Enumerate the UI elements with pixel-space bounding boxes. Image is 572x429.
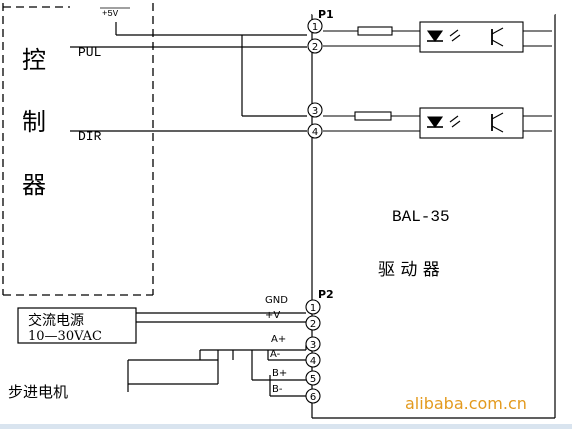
- pul-label: PUL: [78, 45, 101, 60]
- p2-pin-3: 3: [305, 336, 321, 352]
- power-voltage: 10—30VAC: [28, 329, 102, 344]
- p2-pin-4: 4: [305, 352, 321, 368]
- p1-pin-4: 4: [307, 123, 323, 139]
- connector-p1: P1: [318, 8, 334, 21]
- plus-v-label: +V: [265, 310, 280, 321]
- optocoupler-2: [323, 107, 552, 139]
- svg-text:4: 4: [310, 356, 316, 367]
- b-plus-label: B+: [272, 368, 287, 379]
- svg-text:5: 5: [310, 374, 316, 385]
- controller-box: [2, 3, 154, 296]
- motor-symbol: [127, 345, 307, 397]
- p2-pin-5: 5: [305, 370, 321, 386]
- power-label: 交流电源: [28, 312, 84, 329]
- power-wires: [136, 312, 306, 323]
- a-minus-label: A-: [270, 349, 281, 360]
- svg-text:1: 1: [312, 22, 318, 33]
- p1-pin-1: 1: [307, 18, 323, 34]
- b-minus-label: B-: [272, 384, 283, 395]
- p2-pin-2: 2: [305, 315, 321, 331]
- svg-text:3: 3: [310, 340, 316, 351]
- dir-label: DIR: [78, 129, 102, 144]
- p2-pin-1: 1: [305, 299, 321, 315]
- svg-text:6: 6: [310, 392, 316, 403]
- connector-p2: P2: [318, 288, 334, 301]
- plus5v-label: +5V: [102, 9, 119, 19]
- motor-label: 步进电机: [8, 383, 68, 401]
- p1-pin-2: 2: [307, 38, 323, 54]
- a-plus-label: A+: [271, 334, 286, 345]
- svg-text:2: 2: [312, 42, 318, 53]
- optocoupler-1: [323, 21, 552, 53]
- svg-text:1: 1: [310, 303, 316, 314]
- bottom-strip: [0, 424, 572, 429]
- p1-pin-3: 3: [307, 102, 323, 118]
- driver-model: BAL-35: [392, 208, 450, 226]
- svg-text:3: 3: [312, 106, 318, 117]
- p2-pin-6: 6: [305, 388, 321, 404]
- controller-title-char-1: 控: [22, 46, 46, 74]
- controller-title-char-3: 器: [22, 171, 46, 199]
- svg-text:2: 2: [310, 319, 316, 330]
- signal-wires: [70, 22, 307, 132]
- controller-title-char-2: 制: [22, 108, 46, 136]
- svg-text:4: 4: [312, 127, 318, 138]
- gnd-label: GND: [265, 295, 288, 306]
- power-supply-box: [17, 307, 137, 344]
- driver-name: 驱 动 器: [378, 260, 440, 280]
- watermark: alibaba.com.cn: [405, 394, 527, 413]
